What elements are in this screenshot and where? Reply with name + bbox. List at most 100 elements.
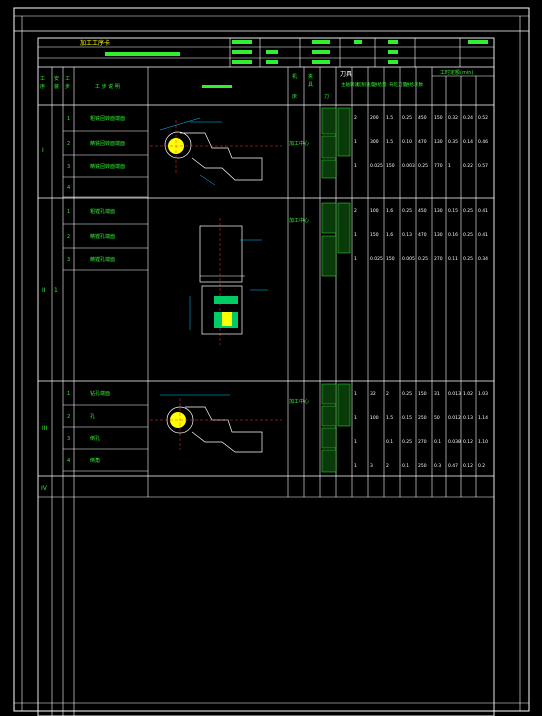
svg-text:刀: 刀 — [324, 94, 329, 100]
data-cell: 2 — [386, 391, 389, 397]
step-no: 3 — [67, 164, 70, 170]
svg-text:具: 具 — [308, 82, 313, 88]
data-cell: 32 — [370, 391, 376, 397]
data-cell: 0.46 — [478, 139, 488, 145]
data-cell: 0.32 — [448, 115, 458, 121]
data-cell: 1 — [354, 139, 357, 145]
op-seq-4: IV — [41, 485, 48, 492]
step-no: 4 — [67, 458, 70, 464]
data-cell: 1 — [354, 163, 357, 169]
machine-3: 加工中心 — [289, 398, 309, 405]
op-seq-3: III — [42, 425, 48, 432]
data-cell: 2 — [354, 208, 357, 214]
header-col-4: 进给次数 — [405, 81, 423, 88]
svg-text:安: 安 — [54, 75, 59, 82]
data-cell: 0.038 — [448, 439, 461, 445]
data-cell: 0.41 — [478, 232, 488, 238]
data-cell: 1.14 — [478, 415, 488, 421]
data-cell: 770 — [434, 163, 443, 169]
data-cell: 130 — [434, 208, 443, 214]
data-cell: 0.24 — [463, 115, 473, 121]
svg-text:步: 步 — [65, 84, 70, 90]
data-cell: 0.57 — [478, 163, 488, 169]
data-cell: 0.35 — [448, 139, 458, 145]
data-cell: 0.52 — [478, 115, 488, 121]
data-cell: 450 — [418, 208, 427, 214]
header-col-0: 主轴转速 — [341, 81, 359, 88]
data-cell: 1.5 — [386, 139, 393, 145]
step-name: 精镗孔端面 — [90, 256, 115, 263]
data-cell: 1.6 — [386, 208, 393, 214]
data-cell: 1 — [448, 163, 451, 169]
data-cell: 0.25 — [402, 439, 412, 445]
data-cell: 1 — [354, 391, 357, 397]
data-cell: 0.1 — [402, 463, 409, 469]
data-cell: 100 — [370, 415, 379, 421]
data-cell: 1 — [354, 463, 357, 469]
svg-text:机: 机 — [292, 73, 297, 80]
data-cell: 2 — [354, 115, 357, 121]
data-cell: 0.34 — [478, 256, 488, 262]
step-name: 粗镗孔端面 — [90, 208, 115, 215]
tool-column-title: 刀具 — [340, 71, 352, 78]
data-cell: 31 — [434, 391, 440, 397]
data-cell: 1 — [354, 415, 357, 421]
outer-frame — [13, 7, 530, 712]
step-name: 粗铣回转面端面 — [90, 115, 125, 122]
data-cell: 0.15 — [402, 415, 412, 421]
step-name: 精铣回转面端面 — [90, 140, 125, 147]
sheet-title: 加工工序卡 — [80, 39, 110, 47]
data-cell: 150 — [418, 391, 427, 397]
op-seq-2: II — [42, 287, 46, 294]
step-no: 2 — [67, 414, 70, 420]
step-no: 4 — [67, 185, 70, 191]
header-col-3: 背吃刀量 — [389, 81, 407, 88]
data-cell: 0.11 — [448, 256, 458, 262]
svg-text:工: 工 — [65, 76, 70, 82]
step-no: 2 — [67, 141, 70, 147]
data-cell: 250 — [418, 415, 427, 421]
data-cell: 0.13 — [402, 232, 412, 238]
data-cell: 0.15 — [448, 208, 458, 214]
data-cell: 150 — [386, 163, 395, 169]
data-cell: 0.025 — [370, 163, 383, 169]
data-cell: 1 — [354, 232, 357, 238]
step-no: 1 — [67, 116, 70, 122]
data-cell: 0.14 — [463, 139, 473, 145]
part-drawing-3 — [150, 394, 282, 453]
step-name: 精铣回转面端面 — [90, 163, 125, 170]
step-name: 倒角 — [90, 457, 100, 464]
part-name-box — [105, 52, 180, 56]
data-cell: 270 — [418, 439, 427, 445]
machine-2: 加工中心 — [289, 217, 309, 224]
part-drawing-2 — [189, 218, 268, 345]
header-col-1: 切削速度 — [357, 81, 375, 88]
data-cell: 2 — [386, 463, 389, 469]
data-cell: 0.3 — [434, 463, 441, 469]
data-cell: 0.013 — [448, 391, 461, 397]
step-no: 3 — [67, 257, 70, 263]
part-drawing-1 — [150, 117, 282, 186]
data-cell: 150 — [434, 115, 443, 121]
data-cell: 0.1 — [386, 439, 393, 445]
data-cell: 150 — [370, 232, 379, 238]
data-cell: 270 — [434, 256, 443, 262]
data-cell: 0.12 — [463, 439, 473, 445]
step-no: 3 — [67, 436, 70, 442]
data-cell: 1.5 — [386, 115, 393, 121]
data-cell: 0.003 — [402, 163, 415, 169]
data-cell: 0.47 — [448, 463, 458, 469]
step-name: 倒孔 — [90, 435, 100, 442]
op-group-2: 1 — [54, 287, 58, 294]
data-cell: 1.10 — [478, 439, 488, 445]
data-cell: 0.25 — [463, 256, 473, 262]
data-cell: 1 — [354, 256, 357, 262]
data-cell: 300 — [370, 139, 379, 145]
header-col-2: 进给量 — [373, 81, 387, 88]
data-cell: 130 — [434, 139, 443, 145]
step-name: 孔 — [90, 413, 95, 420]
step-name: 钻孔端面 — [90, 390, 110, 397]
data-cell: 0.25 — [418, 163, 428, 169]
data-cell: 1.02 — [463, 391, 473, 397]
svg-text:工时定额(min): 工时定额(min) — [440, 69, 473, 76]
